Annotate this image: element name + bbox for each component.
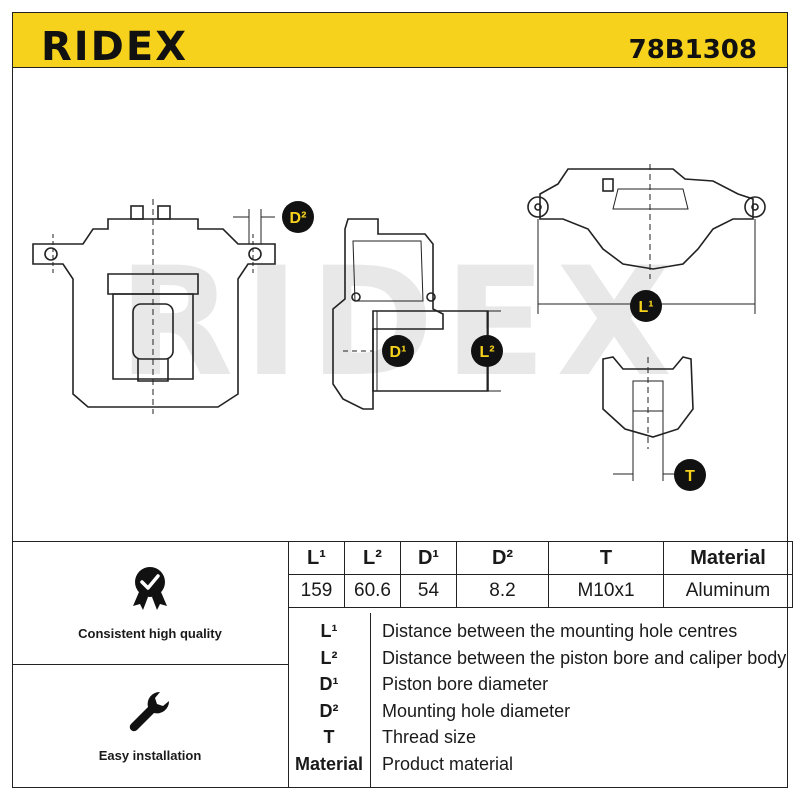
spec-header-l1: L¹ — [288, 541, 345, 575]
d2-dimension — [233, 209, 275, 244]
spec-header-d2: D² — [456, 541, 549, 575]
watermark-text: RIDEX — [118, 236, 682, 410]
badge-d1: D¹ — [382, 335, 414, 367]
legend-desc: Mounting hole diameter — [382, 701, 571, 721]
spec-header-t: T — [548, 541, 664, 575]
spec-value-l1: 159 — [288, 574, 345, 608]
legend-row: L¹ Distance between the mounting hole ce… — [288, 621, 788, 647]
spec-value-row: 159 60.6 54 8.2 M10x1 Aluminum — [288, 574, 793, 608]
spec-table: L¹ L² D¹ D² T Material 159 60.6 54 8.2 M… — [288, 541, 793, 608]
badge-d2: D² — [282, 201, 314, 233]
caliper-technical-drawing: RIDEX — [32, 164, 766, 491]
badge-l2-text: L² — [479, 344, 494, 361]
legend-row: T Thread size — [288, 727, 788, 753]
product-sheet — [12, 12, 788, 788]
badge-d1-text: D¹ — [390, 344, 407, 361]
spec-value-material: Aluminum — [663, 574, 793, 608]
legend-key: L² — [320, 648, 338, 668]
legend-row: D² Mounting hole diameter — [288, 701, 788, 727]
caliper-top-view — [527, 164, 766, 279]
badge-l2: L² — [471, 335, 503, 367]
legend-row: L² Distance between the piston bore and … — [288, 648, 788, 674]
wrench-icon — [122, 684, 178, 740]
spec-value-t: M10x1 — [548, 574, 664, 608]
legend-desc: Piston bore diameter — [382, 674, 549, 694]
spec-value-l2: 60.6 — [344, 574, 401, 608]
badge-l1: L¹ — [630, 290, 662, 322]
legend-row: D¹ Piston bore diameter — [288, 674, 788, 700]
badge-t-text: T — [685, 468, 695, 485]
divider — [370, 613, 371, 788]
spec-value-d2: 8.2 — [456, 574, 549, 608]
caliper-front-view — [32, 199, 276, 414]
legend-desc: Distance between the mounting hole centr… — [382, 621, 738, 641]
quality-badge-icon — [122, 560, 178, 616]
divider — [12, 664, 288, 665]
spec-header-l2: L² — [344, 541, 401, 575]
badge-t: T — [674, 459, 706, 491]
header-bar: RIDEX 78B1308 — [12, 12, 788, 68]
legend-key: D² — [319, 701, 339, 721]
badge-l1-text: L¹ — [638, 299, 653, 316]
spec-value-d1: 54 — [400, 574, 457, 608]
part-number: 78B1308 — [628, 35, 757, 65]
legend-row: Material Product material — [288, 754, 788, 780]
spec-header-material: Material — [663, 541, 793, 575]
feature-label-installation: Easy installation — [98, 748, 202, 763]
t-dimension — [613, 411, 683, 481]
legend-key: T — [323, 727, 335, 747]
spec-header-d1: D¹ — [400, 541, 457, 575]
legend-desc: Distance between the piston bore and cal… — [382, 648, 787, 668]
legend-desc: Thread size — [382, 727, 477, 747]
badge-d2-text: D² — [290, 210, 307, 227]
divider — [288, 541, 289, 788]
feature-label-quality: Consistent high quality — [78, 626, 222, 641]
spec-header-row: L¹ L² D¹ D² T Material — [288, 541, 793, 575]
legend-key: D¹ — [319, 674, 339, 694]
legend-key: L¹ — [320, 621, 338, 641]
legend-key: Material — [294, 754, 364, 774]
thread-detail-view — [602, 356, 694, 449]
legend-desc: Product material — [382, 754, 514, 774]
l2-d1-dimensions — [376, 310, 501, 392]
brand-logo: RIDEX — [41, 24, 189, 70]
